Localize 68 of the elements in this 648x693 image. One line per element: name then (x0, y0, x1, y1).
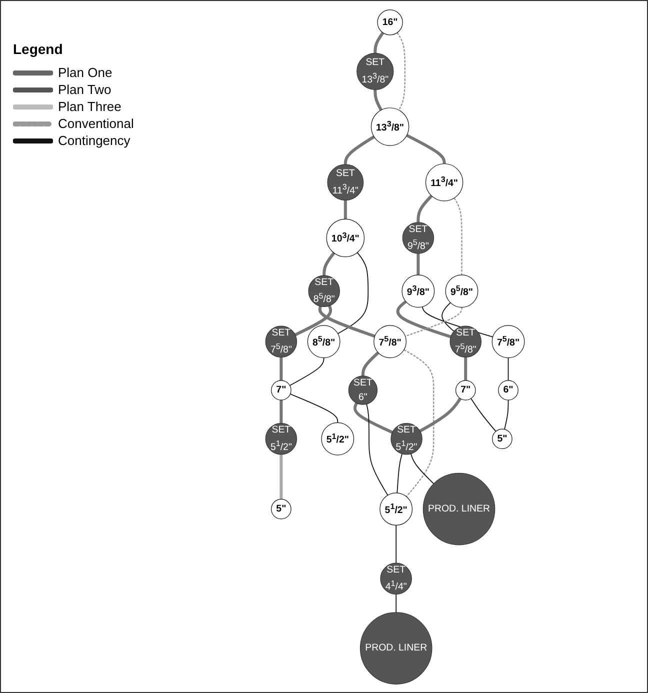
connector (294, 305, 332, 336)
legend-title: Legend (13, 41, 63, 57)
legend-label: Conventional (58, 116, 134, 131)
connector (442, 302, 454, 332)
connector (419, 398, 462, 432)
node-circle: 13$^{3}$/8" (370, 108, 410, 146)
node-circle: SET 11$^{3}$/4" (327, 164, 364, 201)
legend-label: Plan Three (58, 99, 122, 114)
node-circle: 7$^{5}$/8" (492, 325, 525, 358)
connector (416, 194, 433, 222)
node-circle: 10$^{3}$/4" (326, 218, 365, 258)
node-circle: 11$^{3}$/4" (425, 163, 464, 202)
connector (366, 404, 388, 496)
connector (280, 454, 283, 500)
connector (361, 352, 380, 376)
node-circle: 5" (271, 498, 292, 520)
node-circle: 7" (271, 380, 292, 400)
connector (374, 90, 382, 111)
connector (318, 306, 376, 338)
node-circle: SET 13$^{3}$/8" (356, 52, 394, 90)
node-circle: 7" (455, 380, 476, 400)
connector (405, 307, 462, 337)
node-circle: SET 5$^{1}$/2" (390, 423, 422, 455)
node-circle: PROD. LINER (422, 472, 496, 546)
legend-label: Plan Two (58, 82, 112, 97)
node-circle: PROD. LINER (360, 612, 432, 684)
node-circle: SET 5$^{1}$/2" (265, 423, 298, 455)
node-circle: 9$^{3}$/8" (402, 274, 435, 308)
node-circle: 9$^{5}$/8" (445, 274, 478, 308)
connector (416, 254, 420, 275)
node-circle: SET 6" (348, 376, 378, 405)
connector (470, 398, 496, 432)
node-circle: 5$^{1}$/2" (380, 492, 413, 526)
connector (337, 252, 369, 334)
connector (410, 453, 434, 484)
connector (508, 357, 509, 381)
connector (344, 200, 347, 220)
connector (464, 357, 468, 380)
node-circle: 8$^{5}$/8" (307, 325, 340, 358)
node-circle: 6" (498, 380, 518, 400)
node-circle: 16" (377, 10, 403, 36)
node-circle: 5" (492, 428, 512, 450)
connector (396, 524, 397, 564)
node-circle: 7$^{5}$/8" (374, 325, 406, 358)
connector (280, 400, 283, 424)
connector (280, 357, 283, 380)
connector (396, 594, 397, 613)
node-circle: SET 4$^{1}$/4" (380, 562, 412, 595)
connector (404, 349, 434, 498)
connector (504, 400, 509, 430)
connector (396, 453, 403, 494)
node-circle: SET 8$^{5}$/8" (308, 275, 340, 307)
node-circle: SET 9$^{5}$/8" (402, 222, 434, 254)
legend-label: Plan One (58, 65, 112, 80)
connector (396, 300, 452, 338)
connector (353, 402, 393, 434)
connector (344, 135, 375, 164)
node-circle: 5$^{1}$/2" (321, 422, 354, 456)
node-circle: SET 7$^{5}$/8" (265, 326, 298, 358)
connector (290, 394, 338, 424)
connector (454, 198, 462, 275)
legend-label: Contingency (58, 133, 130, 148)
connector (406, 134, 446, 164)
connector (322, 252, 336, 276)
connector (289, 357, 324, 386)
connector (374, 32, 384, 54)
connector (396, 32, 406, 110)
node-circle: SET 7$^{5}$/8" (450, 326, 482, 358)
